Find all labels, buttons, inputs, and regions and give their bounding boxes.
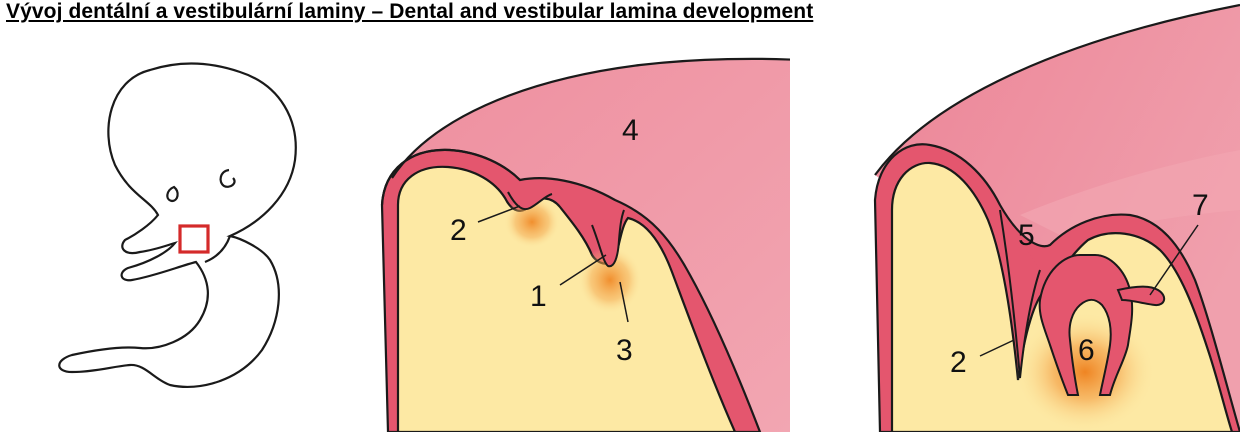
- embryo-outline: [59, 64, 296, 387]
- label-7: 7: [1192, 189, 1209, 222]
- label-1: 1: [530, 280, 547, 313]
- label-3: 3: [616, 334, 633, 367]
- later-stage-panel: [875, 5, 1240, 432]
- label-5: 5: [1018, 219, 1035, 252]
- label-6: 6: [1078, 334, 1095, 367]
- label-4: 4: [622, 114, 639, 147]
- label-2-later: 2: [950, 346, 967, 379]
- label-2-early: 2: [450, 214, 467, 247]
- early-stage-panel: [382, 59, 800, 432]
- embryo-panel: [59, 64, 296, 387]
